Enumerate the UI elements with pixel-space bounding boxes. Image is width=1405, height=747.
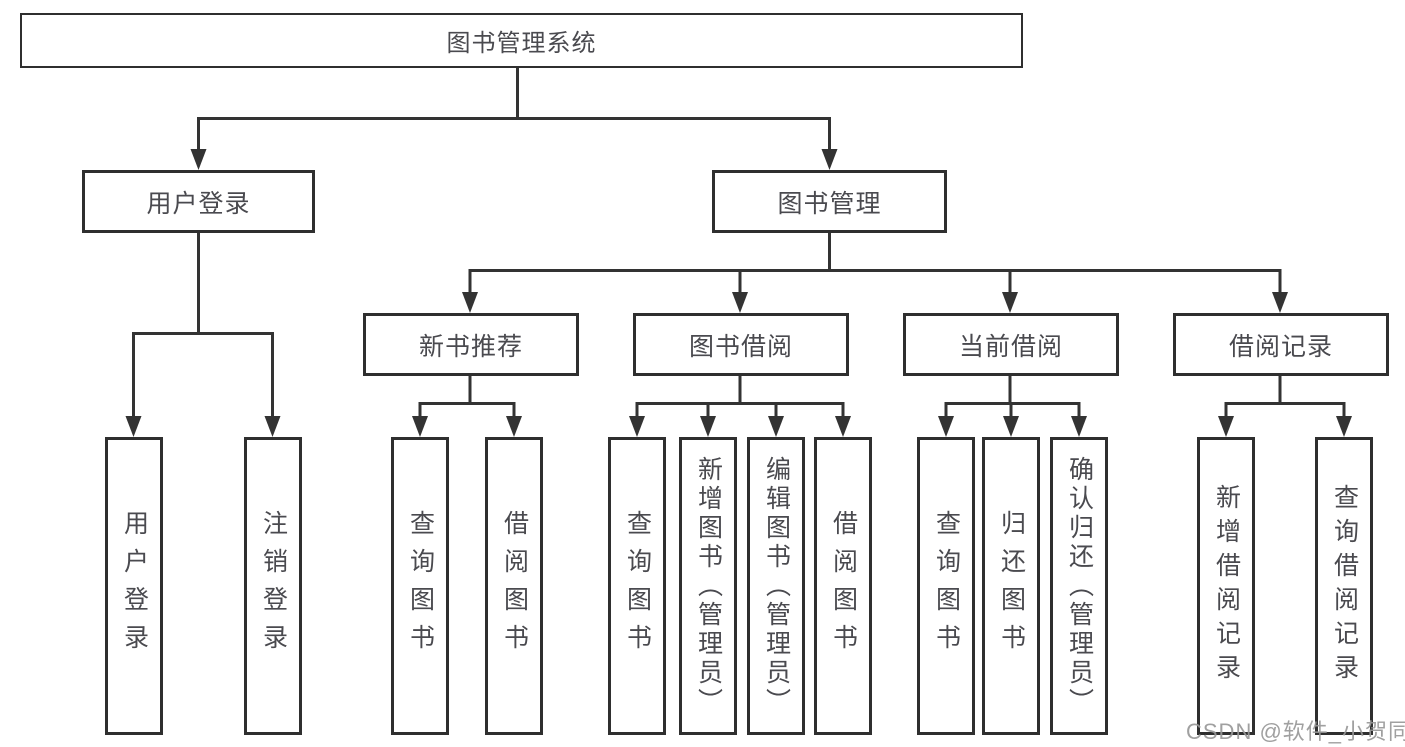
node-label: 新增图书（管理员） <box>694 455 723 717</box>
node-leaf-borrow-books-recommend: 借阅图书 <box>485 437 543 735</box>
node-leaf-query-books-recommend: 查询图书 <box>391 437 449 735</box>
node-current-borrow: 当前借阅 <box>903 313 1119 376</box>
node-leaf-user-login: 用户登录 <box>105 437 163 735</box>
node-leaf-add-books-admin: 新增图书（管理员） <box>679 437 737 735</box>
node-leaf-query-books-current: 查询图书 <box>917 437 975 735</box>
node-leaf-return-books: 归还图书 <box>982 437 1040 735</box>
node-label: 确认归还（管理员） <box>1065 455 1094 717</box>
node-new-book-recommend: 新书推荐 <box>363 313 579 376</box>
node-label: 注销登录 <box>259 510 288 662</box>
node-leaf-edit-books-admin: 编辑图书（管理员） <box>747 437 805 735</box>
node-leaf-borrow-books: 借阅图书 <box>814 437 872 735</box>
node-leaf-query-borrow-record: 查询借阅记录 <box>1315 437 1373 735</box>
watermark: CSDN @软件_小贺同学 <box>1186 719 1405 744</box>
node-label: 新增借阅记录 <box>1212 484 1241 688</box>
node-label: 编辑图书（管理员） <box>762 455 791 717</box>
node-label: 归还图书 <box>997 510 1026 662</box>
node-book-borrow: 图书借阅 <box>633 313 849 376</box>
node-user-login: 用户登录 <box>82 170 315 233</box>
node-label: 借阅图书 <box>500 510 529 662</box>
node-label: 查询图书 <box>932 510 961 662</box>
node-leaf-confirm-return-admin: 确认归还（管理员） <box>1050 437 1108 735</box>
node-library-management-system: 图书管理系统 <box>20 13 1023 68</box>
node-label: 借阅图书 <box>829 510 858 662</box>
node-label: 查询图书 <box>623 510 652 662</box>
node-leaf-logout: 注销登录 <box>244 437 302 735</box>
node-book-management: 图书管理 <box>712 170 947 233</box>
node-borrow-records: 借阅记录 <box>1173 313 1389 376</box>
node-label: 用户登录 <box>120 510 149 662</box>
arrowhead-group <box>125 149 1352 437</box>
node-leaf-add-borrow-record: 新增借阅记录 <box>1197 437 1255 735</box>
node-leaf-query-books-borrow: 查询图书 <box>608 437 666 735</box>
node-label: 查询图书 <box>406 510 435 662</box>
node-label: 查询借阅记录 <box>1330 484 1359 688</box>
